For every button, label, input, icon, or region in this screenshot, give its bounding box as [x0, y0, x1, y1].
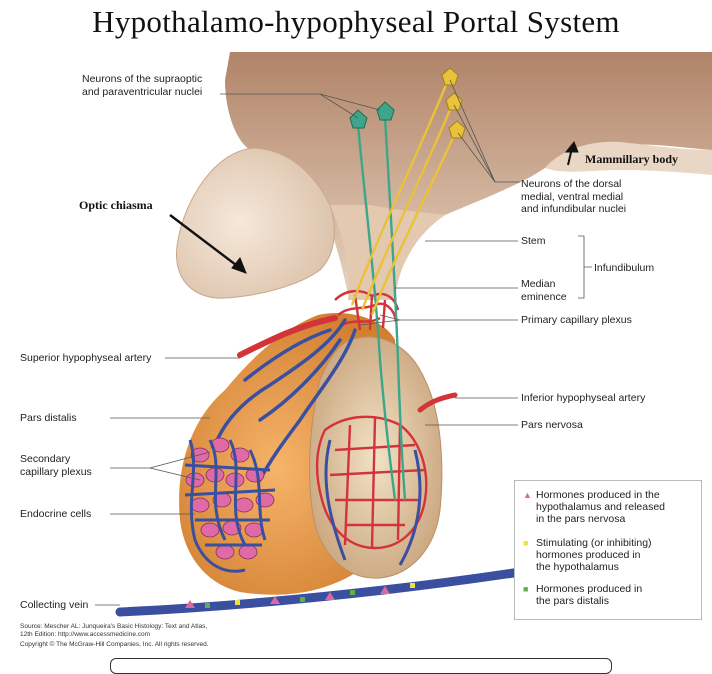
label-pars-nervosa: Pars nervosa	[521, 419, 583, 431]
page-title: Hypothalamo-hypophyseal Portal System	[92, 4, 620, 39]
label-collecting-vein: Collecting vein	[20, 599, 89, 611]
legend-item-stimulating-hormones: ■ Stimulating (or inhibiting) hormones p…	[523, 537, 652, 573]
legend-item-hypothalamic-hormones: ▲ Hormones produced in the hypothalamus …	[523, 489, 666, 525]
nervosa-capillaries	[315, 415, 428, 550]
bottom-frame	[110, 658, 612, 674]
leader-lines	[95, 79, 520, 606]
label-median-eminence: Median eminence	[521, 278, 567, 303]
label-inferior-hypophyseal-artery: Inferior hypophyseal artery	[521, 392, 646, 404]
pointer-arrows	[169, 141, 579, 274]
label-infundibulum: Infundibulum	[594, 262, 655, 274]
portal-veins	[213, 318, 357, 482]
yellow-square-marker-icon: ■	[523, 538, 529, 548]
label-optic-chiasma: Optic chiasma	[79, 198, 153, 212]
green-neurons	[349, 101, 407, 501]
copyright-line: Copyright © The McGraw-Hill Companies, I…	[20, 641, 209, 648]
label-primary-capillary-plexus: Primary capillary plexus	[521, 314, 632, 326]
nervosa-veins	[324, 439, 422, 566]
hormone-markers	[185, 583, 415, 608]
label-mammillary-body: Mammillary body	[585, 152, 678, 166]
label-dorsal-neurons: Neurons of the dorsal medial, ventral me…	[521, 178, 627, 215]
label-stem: Stem	[521, 235, 546, 247]
green-square-marker-icon: ■	[523, 584, 529, 594]
optic-chiasma-shape	[176, 147, 335, 299]
legend: ▲ Hormones produced in the hypothalamus …	[514, 480, 702, 620]
inferior-hypophyseal-artery	[417, 392, 458, 413]
legend-item-pars-distalis-hormones: ■ Hormones produced in the pars distalis	[523, 583, 643, 607]
source-line-1: Source: Mescher AL: Junqueira's Basic Hi…	[20, 623, 208, 630]
label-supraoptic-neurons: Neurons of the supraoptic and paraventri…	[82, 73, 203, 98]
label-secondary-capillary-plexus: Secondary capillary plexus	[20, 453, 92, 478]
source-line-2: 12th Edition: http://www.accessmedicine.…	[20, 631, 151, 638]
label-pars-distalis: Pars distalis	[20, 412, 77, 424]
secondary-capillary-plexus	[184, 437, 276, 573]
mammillary-body	[545, 141, 712, 175]
triangle-marker-icon: ▲	[523, 490, 532, 500]
superior-hypophyseal-artery	[237, 315, 338, 358]
label-endocrine-cells: Endocrine cells	[20, 508, 92, 520]
label-superior-hypophyseal-artery: Superior hypophyseal artery	[20, 352, 152, 364]
yellow-neurons	[350, 67, 466, 316]
infundibulum-bracket	[578, 235, 592, 299]
